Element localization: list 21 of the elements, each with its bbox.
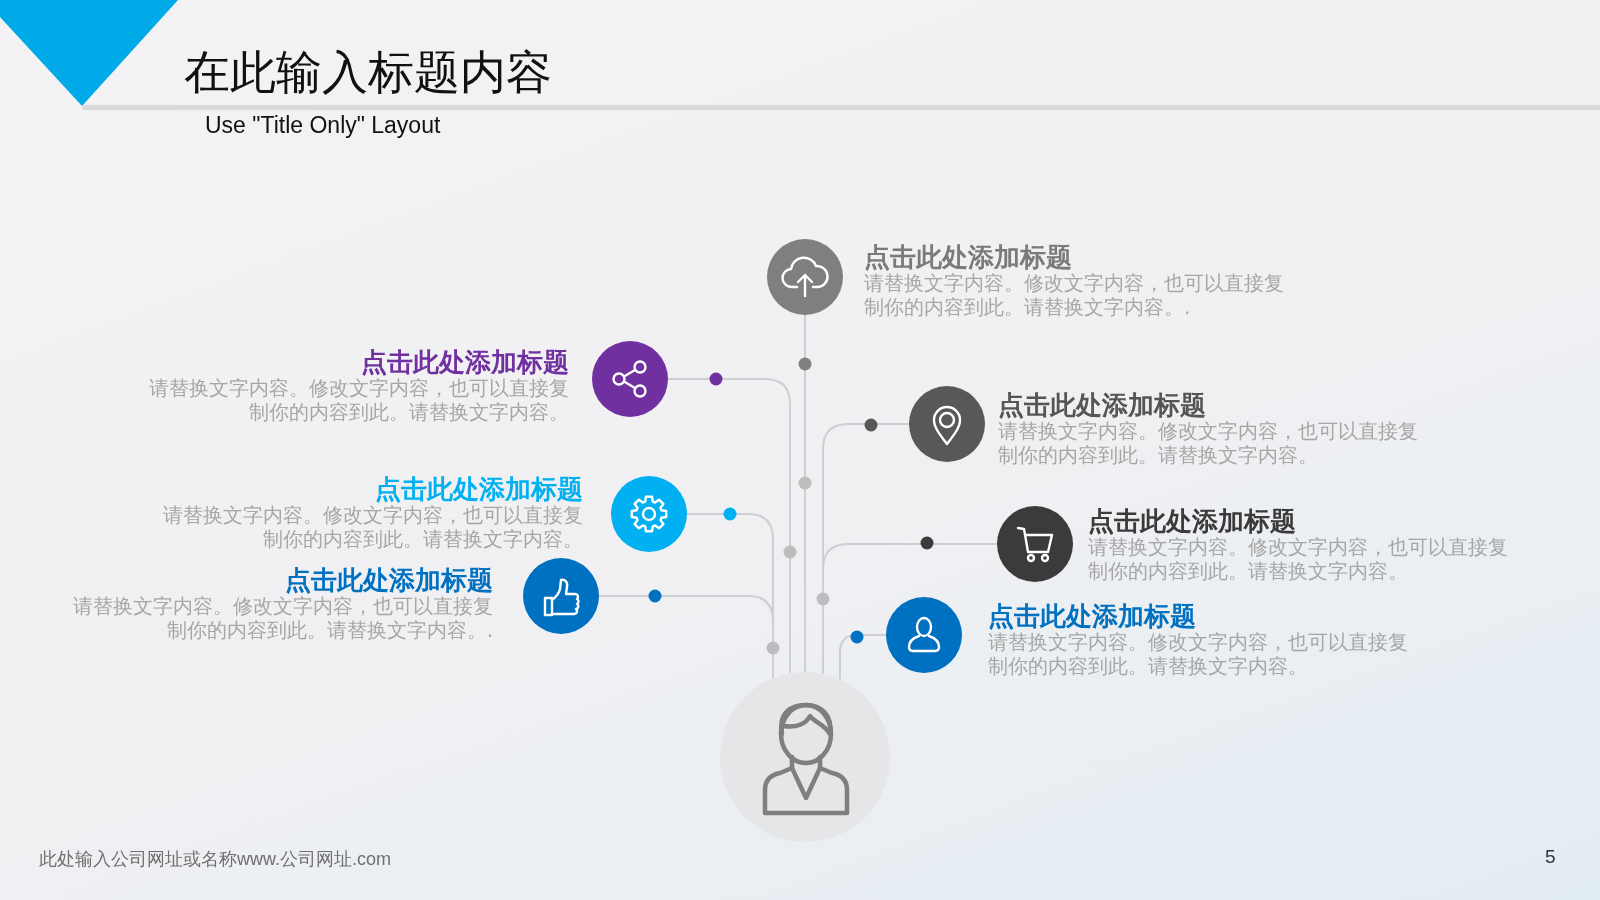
- item-title: 点击此处添加标题: [998, 390, 1206, 420]
- item-description: 请替换文字内容。修改文字内容，也可以直接复制你的内容到此。请替换文字内容。: [148, 377, 569, 424]
- item-title: 点击此处添加标题: [864, 242, 1072, 272]
- item-description: 请替换文字内容。修改文字内容，也可以直接复制你的内容到此。请替换文字内容。.: [72, 595, 493, 642]
- item-description: 请替换文字内容。修改文字内容，也可以直接复制你的内容到此。请替换文字内容。: [1088, 536, 1509, 583]
- connector-line: [667, 378, 791, 675]
- slide-title: 在此输入标题内容: [184, 44, 552, 100]
- item-title: 点击此处添加标题: [375, 474, 583, 504]
- item-title: 点击此处添加标题: [285, 565, 493, 595]
- connector-line: [839, 634, 887, 681]
- item-description: 请替换文字内容。修改文字内容，也可以直接复制你的内容到此。请替换文字内容。.: [864, 272, 1285, 319]
- item-description: 请替换文字内容。修改文字内容，也可以直接复制你的内容到此。请替换文字内容。: [162, 504, 583, 551]
- footer-text: 此处输入公司网址或名称www.公司网址.com: [39, 848, 391, 871]
- item-description: 请替换文字内容。修改文字内容，也可以直接复制你的内容到此。请替换文字内容。: [998, 420, 1419, 467]
- item-title: 点击此处添加标题: [1088, 506, 1296, 536]
- page-number: 5: [1545, 845, 1556, 869]
- slide-subtitle: Use "Title Only" Layout: [205, 111, 441, 140]
- item-title: 点击此处添加标题: [361, 347, 569, 377]
- connector-line: [804, 314, 806, 673]
- item-title: 点击此处添加标题: [988, 601, 1196, 631]
- item-description: 请替换文字内容。修改文字内容，也可以直接复制你的内容到此。请替换文字内容。: [988, 631, 1409, 678]
